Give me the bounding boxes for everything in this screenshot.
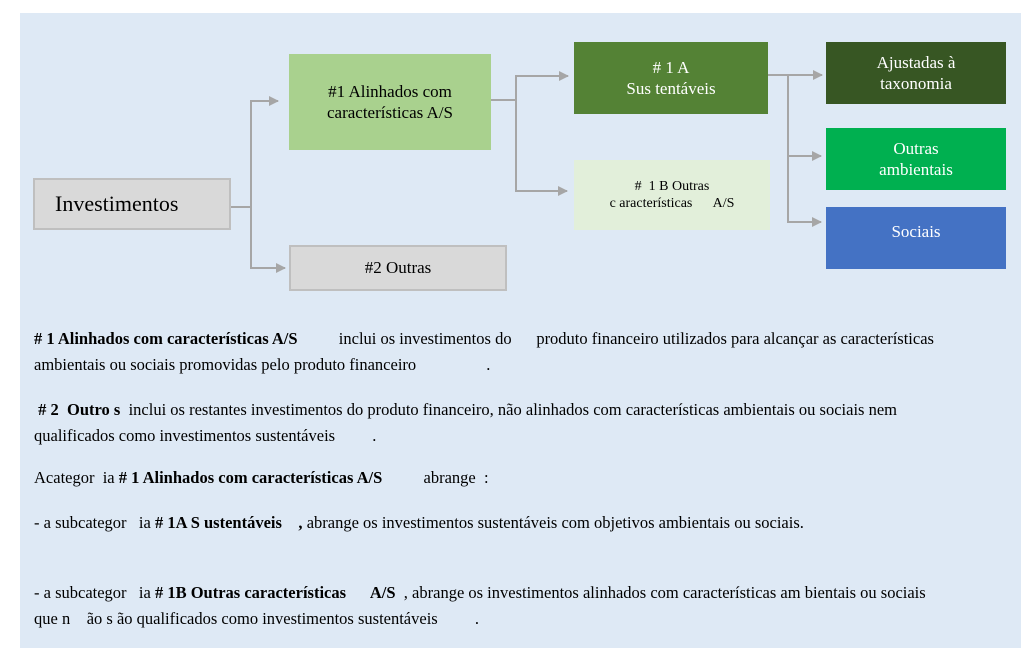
p2-bold: # 2 Outro s [34,400,121,419]
p5-text: , abrange os investimentos alinhados com… [34,583,930,628]
connector-1a-to-soc [787,156,822,227]
diagram-panel [20,13,1021,648]
leaf-other-environmental: Outras ambientais [826,128,1006,190]
leaf-social-label: Sociais [891,222,941,241]
node-investimentos: Investimentos [33,178,231,230]
paragraph-5: - a subcategor ia # 1B Outras caracterís… [34,580,934,632]
node-2-label: #2 Outras [364,258,432,278]
node-1b-other-characteristics: # 1 B Outras c aracterísticas A/S [574,160,770,230]
p2-text: inclui os restantes investimentos do pro… [34,400,922,445]
connector-root-to-1 [250,96,279,207]
paragraph-1: # 1 Alinhados com características A/S in… [34,326,934,378]
node-1-aligned: #1 Alinhados com características A/S [289,54,491,150]
paragraph-2: # 2 Outro s inclui os restantes investim… [34,397,934,449]
connector-1-to-1a [515,71,569,100]
p1-text: inclui os investimentos do produto finan… [34,329,939,374]
leaf-social: Sociais [826,207,1006,269]
connector-root-to-2 [250,207,286,273]
node-1b-label-line1: # 1 B Outras [634,178,710,194]
paragraph-3: Acategor ia # 1 Alinhados com caracterís… [34,465,934,491]
node-1a-label-line1: # 1 A [652,57,690,77]
node-2-others: #2 Outras [289,245,507,291]
p3-pre: Acategor ia [34,468,119,487]
p5-bold: # 1B Outras características A/S [154,583,396,602]
leaf-taxonomy-aligned: Ajustadas à taxonomia [826,42,1006,104]
node-1a-sustainable: # 1 A Sus tentáveis [574,42,768,114]
node-1-label: #1 Alinhados com características A/S [326,81,454,122]
p4-bold: # 1A S ustentáveis , [154,513,303,532]
leaf-env-label: Outras ambientais [879,138,953,179]
p3-text: abrange : [382,468,489,487]
leaf-taxonomy-label: Ajustadas à taxonomia [876,52,956,93]
paragraph-4: - a subcategor ia # 1A S ustentáveis , a… [34,510,934,536]
p5-pre: - a subcategor ia [34,583,155,602]
p4-text: abrange os investimentos sustentáveis co… [302,513,804,532]
connector-1-to-1b [515,100,568,196]
node-1b-label-line2: c aracterísticas A/S [609,196,735,211]
p4-pre: - a subcategor ia [34,513,155,532]
p3-bold: # 1 Alinhados com características A/S [118,468,383,487]
connector-1a-to-env [787,75,822,161]
p1-bold: # 1 Alinhados com características A/S [34,329,298,348]
node-1a-label-line2: Sus tentáveis [626,79,716,98]
node-investimentos-label: Investimentos [55,191,179,217]
